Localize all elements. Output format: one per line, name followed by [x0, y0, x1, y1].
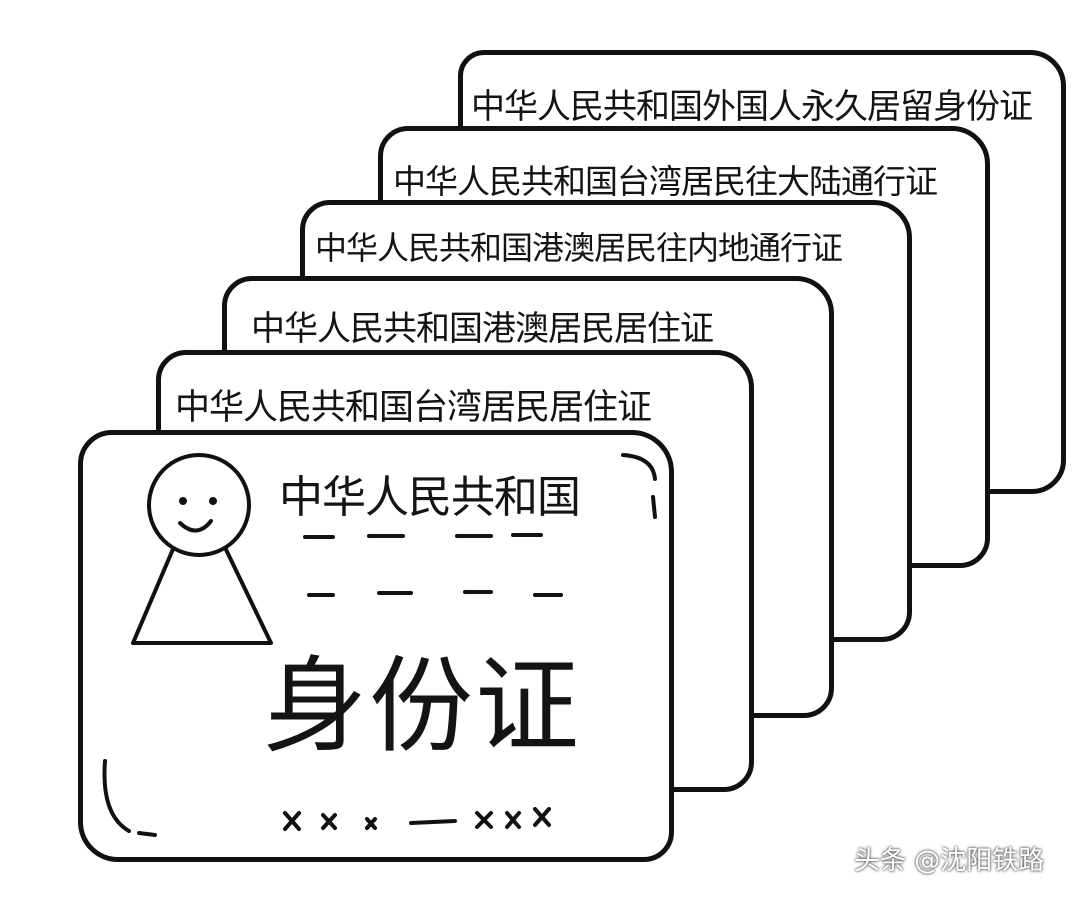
placeholder-lines	[303, 533, 563, 597]
id-card-drawing	[102, 453, 657, 837]
card-title: 中华人民共和国港澳居民居住证	[251, 309, 714, 349]
code-marks	[283, 807, 551, 831]
watermark: 头条 @沈阳铁路	[854, 846, 1045, 876]
id-card-header: 中华人民共和国	[279, 472, 581, 523]
avatar-icon	[131, 453, 273, 645]
card-title: 中华人民共和国外国人永久居留身份证	[471, 87, 1033, 127]
card-id-card: 中华人民共和国 身份证	[78, 430, 674, 862]
corner-strokes	[102, 453, 657, 837]
card-title: 中华人民共和国台湾居民往大陆通行证	[393, 162, 938, 201]
card-title: 中华人民共和国台湾居民居住证	[175, 388, 652, 428]
id-card-name: 身份证	[263, 645, 582, 767]
card-title: 中华人民共和国港澳居民往内地通行证	[315, 229, 843, 267]
